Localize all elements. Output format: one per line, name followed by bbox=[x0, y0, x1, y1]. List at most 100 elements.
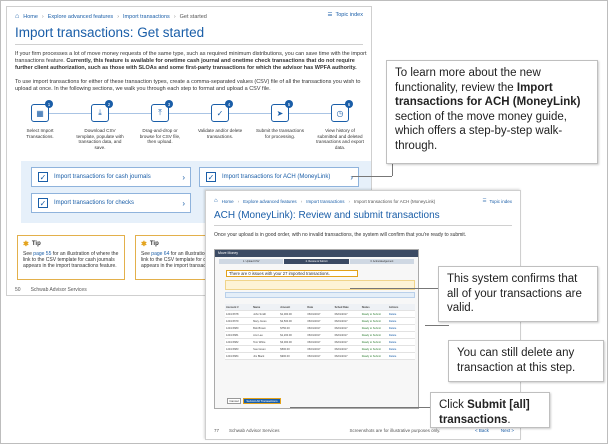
breadcrumb-current: Import transactions for ACH (MoneyLink) bbox=[353, 198, 436, 204]
warning-banner bbox=[225, 280, 415, 290]
column-header[interactable]: Sched Date bbox=[334, 306, 349, 309]
step-label: Drag-and-drop or browse for CSV file, th… bbox=[139, 128, 181, 145]
callout-text: section of the move money guide, which o… bbox=[395, 110, 567, 152]
tip-text: See page 55 for an illustration of where… bbox=[23, 251, 119, 270]
step-label: Submit the transactions for processing. bbox=[255, 128, 304, 139]
footer-org: Schwab Advisor Services bbox=[30, 287, 87, 293]
callout-connector bbox=[352, 176, 392, 177]
topic-index-link[interactable]: ☰Topic index bbox=[482, 198, 512, 204]
tip-page-link[interactable]: page 64 bbox=[151, 251, 170, 257]
callout-connector bbox=[290, 407, 430, 408]
column-header[interactable]: Account # bbox=[226, 306, 239, 309]
cancel-button[interactable]: Cancel bbox=[227, 398, 241, 404]
home-icon[interactable]: ⌂ bbox=[15, 13, 20, 20]
topic-index-link[interactable]: ☰Topic index bbox=[328, 12, 363, 18]
delete-link[interactable]: Delete bbox=[388, 341, 397, 344]
topic-index-label: Topic index bbox=[335, 12, 363, 18]
callout-delete: You can still delete any transaction at … bbox=[448, 340, 604, 382]
checkbox-icon: ✓ bbox=[206, 172, 216, 182]
footer-org: Schwab Advisor Services bbox=[229, 428, 280, 433]
step-6: ◷6 View history of submitted and deleted… bbox=[315, 99, 365, 150]
link-moneylink[interactable]: ✓ Import transactions for ACH (MoneyLink… bbox=[199, 167, 359, 187]
callout-submit: Click Submit [all] transactions. bbox=[430, 392, 550, 428]
link-cash-journals[interactable]: ✓ Import transactions for cash journals … bbox=[31, 167, 191, 187]
intro-paragraph: If your firm processes a lot of move mon… bbox=[15, 51, 367, 73]
link-label: Import transactions for cash journals bbox=[54, 174, 151, 180]
breadcrumb: ⌂ Home› Explore advanced features› Impor… bbox=[214, 198, 436, 204]
breadcrumb-import[interactable]: Import transactions bbox=[123, 13, 170, 20]
delete-link[interactable]: Delete bbox=[388, 320, 397, 323]
page-number: 77 bbox=[214, 428, 220, 433]
tip-box-cash: ✱Tip See page 55 for an illustration of … bbox=[17, 235, 125, 280]
home-icon[interactable]: ⌂ bbox=[214, 198, 218, 204]
tip-title: Tip bbox=[149, 241, 159, 247]
column-header[interactable]: Status bbox=[361, 306, 370, 309]
callout-bold-text: Submit [all] transactions bbox=[439, 399, 530, 426]
issues-banner: There are 0 issues with your 27 imported… bbox=[226, 270, 358, 277]
lightbulb-icon: ✱ bbox=[23, 241, 29, 248]
submit-all-button[interactable]: Submit All Transactions bbox=[243, 398, 281, 404]
progress-step-review: 2. Review & Submit bbox=[284, 259, 349, 264]
callout-connector bbox=[425, 325, 449, 326]
page-title: ACH (MoneyLink): Review and submit trans… bbox=[214, 210, 440, 221]
tip-title: Tip bbox=[31, 241, 41, 247]
back-link[interactable]: < Back bbox=[474, 428, 489, 433]
download-icon: ⤓2 bbox=[91, 100, 113, 122]
progress-step-ack: 3. Acknowledgement bbox=[349, 259, 414, 264]
breadcrumb-home[interactable]: Home bbox=[23, 13, 38, 20]
breadcrumb-explore[interactable]: Explore advanced features bbox=[243, 198, 297, 204]
step-3: ⤒3 Drag-and-drop or browse for CSV file,… bbox=[135, 99, 185, 145]
list-icon: ☰ bbox=[482, 198, 487, 203]
checklist-icon: ✓4 bbox=[211, 100, 233, 122]
callout-text: You can still delete any transaction at … bbox=[457, 347, 576, 374]
breadcrumb-current: Get started bbox=[179, 13, 207, 20]
checkbox-icon: ✓ bbox=[38, 172, 48, 182]
column-header[interactable]: Name bbox=[253, 306, 261, 309]
callout-text: This system confirms that all of your tr… bbox=[447, 273, 582, 314]
step-5: ➤5 Submit the transactions for processin… bbox=[255, 99, 305, 139]
page-footer: 50 Schwab Advisor Services bbox=[15, 287, 87, 293]
table-header-row: Account # Name Amount Date Sched Date St… bbox=[225, 304, 415, 311]
column-header[interactable]: Date bbox=[307, 306, 314, 309]
step-label: Validate and/or delete transactions. bbox=[197, 128, 243, 139]
lightbulb-icon: ✱ bbox=[141, 241, 147, 248]
topic-index-label: Topic index bbox=[489, 198, 512, 204]
step-label: Select Import Transactions. bbox=[26, 128, 54, 139]
page-footer: 77 Schwab Advisor Services Screenshots a… bbox=[214, 428, 514, 433]
progress-steps: 1. Upload CSV 2. Review & Submit 3. Ackn… bbox=[219, 259, 414, 264]
step-label: Download CSV template, populate with tra… bbox=[76, 128, 124, 150]
delete-link[interactable]: Delete bbox=[388, 327, 397, 330]
callout-text: Click bbox=[439, 399, 468, 411]
breadcrumb-import[interactable]: Import transactions bbox=[306, 198, 345, 204]
breadcrumb-home[interactable]: Home bbox=[221, 198, 234, 204]
page-number: 50 bbox=[15, 287, 21, 293]
delete-link[interactable]: Delete bbox=[388, 355, 397, 358]
chevron-right-icon: › bbox=[182, 198, 185, 208]
next-link[interactable]: Next > bbox=[500, 428, 514, 433]
callout-bold-text: Import transactions for ACH (MoneyLink) bbox=[395, 81, 581, 109]
step-4: ✓4 Validate and/or delete transactions. bbox=[195, 99, 245, 139]
intro-text: Once your upload is in good order, with … bbox=[214, 232, 467, 238]
tip-text: See page 64 for an illustration of where… bbox=[141, 251, 237, 270]
link-checks[interactable]: ✓ Import transactions for checks › bbox=[31, 193, 191, 213]
review-screenshot: Move Money 1. Upload CSV 2. Review & Sub… bbox=[214, 249, 419, 409]
callout-connector bbox=[392, 162, 393, 176]
delete-link[interactable]: Delete bbox=[388, 313, 397, 316]
breadcrumb-explore[interactable]: Explore advanced features bbox=[47, 13, 114, 20]
link-label: Import transactions for ACH (MoneyLink) bbox=[222, 174, 331, 180]
callout-text: . bbox=[507, 413, 511, 426]
delete-link[interactable]: Delete bbox=[388, 348, 397, 351]
tip-page-link[interactable]: page 55 bbox=[33, 251, 52, 257]
divider bbox=[214, 225, 512, 226]
column-header[interactable]: Amount bbox=[280, 306, 291, 309]
progress-step-upload: 1. Upload CSV bbox=[219, 259, 284, 264]
delete-link[interactable]: Delete bbox=[388, 334, 397, 337]
upload-icon: ⤒3 bbox=[151, 100, 173, 122]
breadcrumb: ⌂ Home› Explore advanced features› Impor… bbox=[15, 13, 207, 20]
chevron-right-icon: › bbox=[350, 172, 353, 182]
grid-icon: ▦1 bbox=[31, 100, 53, 122]
